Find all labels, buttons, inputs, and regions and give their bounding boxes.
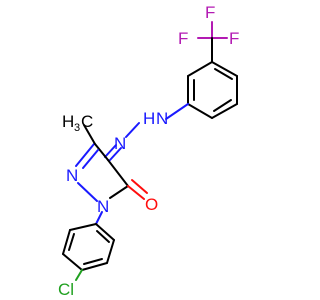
- bond-rb-inner-1: [96, 230, 110, 243]
- bond-ring-nh: [165, 103, 189, 120]
- ring-n1-label: N: [97, 197, 109, 216]
- oxygen-label: O: [145, 195, 158, 214]
- bond-ra-6: [187, 61, 213, 77]
- bond-c3-n2-inner: [82, 149, 99, 169]
- bond-nh-n: [125, 122, 140, 138]
- bond-rb-1: [95, 223, 115, 241]
- bond-rb-inner-2: [83, 258, 103, 265]
- fluorine-label-2: F: [229, 29, 239, 48]
- bond-ra-inner-2: [213, 99, 232, 112]
- bond-rb-2: [106, 239, 115, 264]
- chlorine-label: Cl: [58, 280, 74, 299]
- hydrazone-h-label: H: [143, 109, 155, 128]
- bond-ra-3: [211, 103, 238, 119]
- bond-c5-o: [127, 185, 145, 200]
- bond-rb-inner-3: [68, 233, 75, 251]
- bond-n1-c5: [109, 185, 129, 199]
- bond-c3-n2-double: [75, 143, 95, 167]
- azo-n-label: N: [114, 134, 126, 153]
- bond-c5-o-double: [131, 179, 148, 194]
- bond-rb-5: [62, 229, 71, 255]
- bond-azo-c-double: [104, 144, 117, 158]
- bond-c3-methyl: [83, 124, 96, 145]
- bond-ra-4: [187, 103, 213, 119]
- bond-rb-6: [69, 223, 97, 231]
- molecule-canvas: F F F H N N N N H 3 C O Cl: [58, 3, 240, 299]
- fluorine-label-1: F: [178, 29, 188, 48]
- bond-ra-1: [211, 61, 238, 77]
- bond-c4-c3: [94, 143, 109, 161]
- bond-rb-4: [62, 253, 83, 271]
- bond-rb-3: [81, 262, 108, 271]
- structure-diagram: F F F H N N N N H 3 C O Cl: [58, 3, 239, 299]
- bond-ra-inner-1: [214, 68, 233, 80]
- methyl-subscript: 3: [74, 122, 80, 134]
- bond-azo-c: [109, 147, 122, 161]
- methyl-h-label: H: [62, 112, 74, 131]
- hydrazone-nh-label: N: [156, 109, 168, 128]
- ring-n2-label: N: [66, 166, 78, 185]
- methyl-c-label: C: [81, 112, 93, 131]
- bond-n1-ring: [95, 211, 103, 225]
- bond-c5-c4: [107, 159, 129, 187]
- bond-ring-cl: [75, 269, 83, 281]
- bond-n2-n1: [77, 182, 98, 202]
- fluorine-label-3: F: [205, 3, 215, 22]
